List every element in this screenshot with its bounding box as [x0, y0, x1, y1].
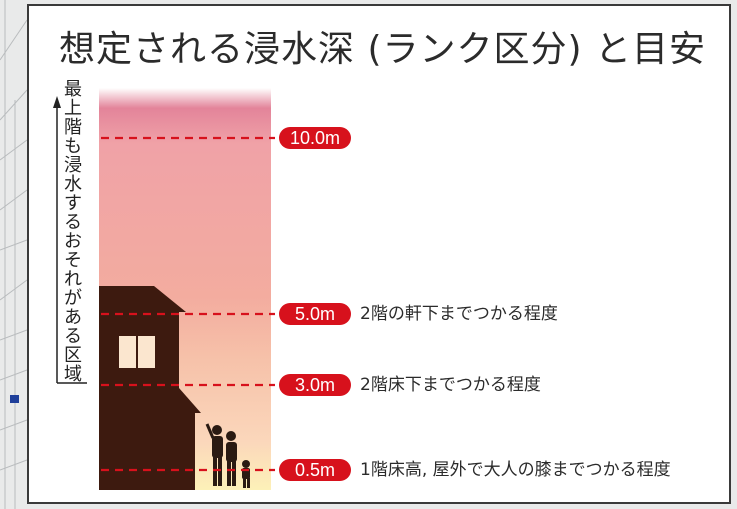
- depth-description-05m: 1階床高, 屋外で大人の膝までつかる程度: [360, 460, 671, 480]
- depth-badge-05m: 0.5m: [279, 459, 351, 481]
- map-marker: [10, 395, 19, 403]
- flood-depth-panel: 想定される浸水深 (ランク区分) と目安: [27, 4, 731, 504]
- depth-badge-3m: 3.0m: [279, 374, 351, 396]
- depth-badge-5m: 5.0m: [279, 303, 351, 325]
- depth-description-5m: 2階の軒下までつかる程度: [360, 304, 558, 324]
- panel-title: 想定される浸水深 (ランク区分) と目安: [59, 29, 706, 70]
- depth-badge-10m: 10.0m: [279, 127, 351, 149]
- vertical-area-label: 最上階も浸水するおそれがある区域: [64, 79, 82, 385]
- depth-description-3m: 2階床下までつかる程度: [360, 375, 541, 395]
- flood-depth-diagram: [53, 88, 275, 490]
- house-silhouette: [99, 286, 201, 490]
- upward-arrow-icon: [53, 96, 87, 384]
